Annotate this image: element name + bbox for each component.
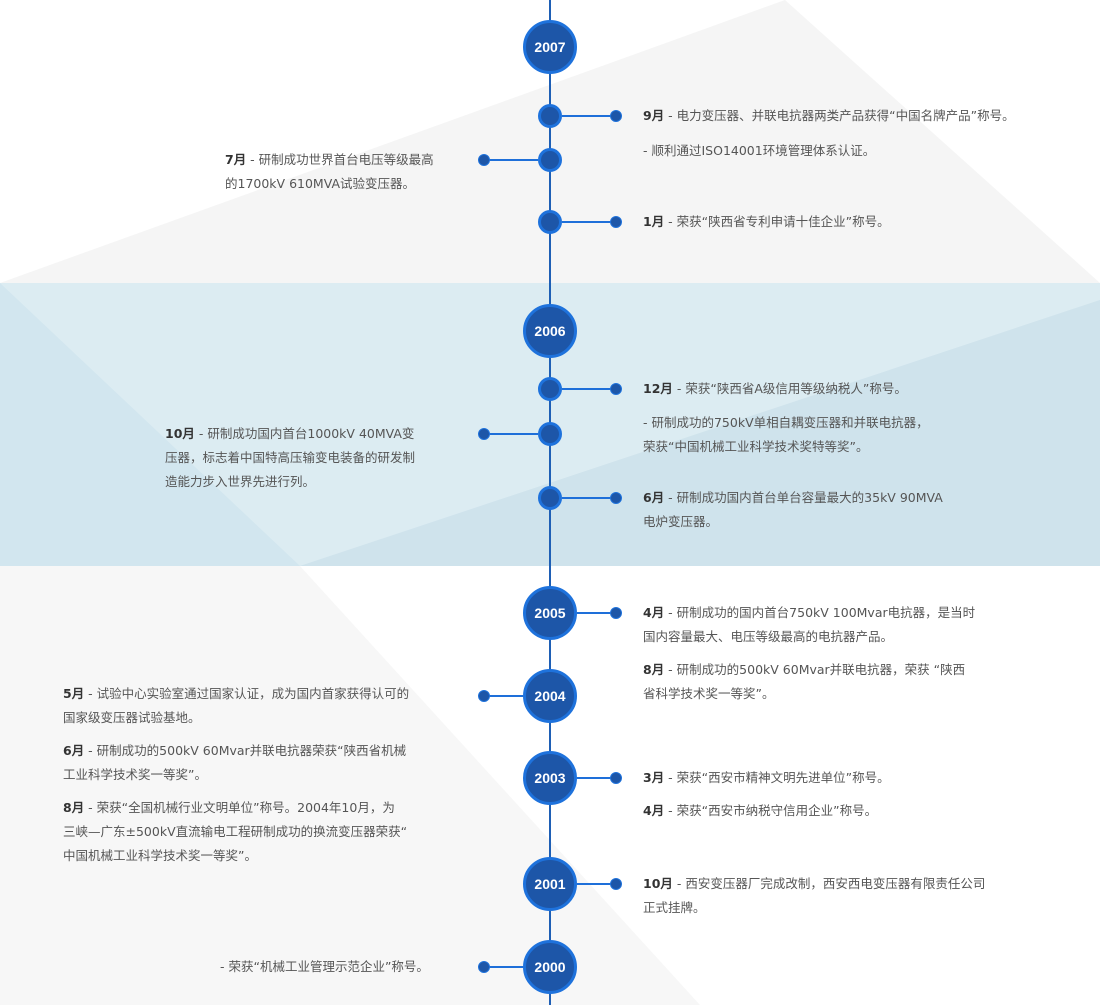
year-2006[interactable]: 2006 <box>523 304 577 358</box>
timeline-node <box>538 148 562 172</box>
connector-line <box>484 695 523 697</box>
connector-dot <box>610 110 622 122</box>
event-2006-10: 10月 - 研制成功国内首台1000kV 40MVA变压器，标志着中国特高压输变… <box>165 426 416 489</box>
event-2005-4: 4月 - 研制成功的国内首台750kV 100Mvar电抗器，是当时国内容量最大… <box>643 605 976 644</box>
year-2004[interactable]: 2004 <box>523 669 577 723</box>
event-2007-1: 1月 - 荣获“陕西省专利申请十佳企业”称号。 <box>643 214 890 229</box>
connector-dot <box>610 383 622 395</box>
event-2004-8: 8月 - 荣获“全国机械行业文明单位”称号。2004年10月，为三峡—广东±50… <box>63 800 408 863</box>
event-2005-8: 8月 - 研制成功的500kV 60Mvar并联电抗器，荣获 “陕西省科学技术奖… <box>643 662 966 701</box>
connector-line <box>577 777 616 779</box>
timeline-node <box>538 210 562 234</box>
connector-line <box>562 115 616 117</box>
year-2005[interactable]: 2005 <box>523 586 577 640</box>
connector-line <box>577 883 616 885</box>
connector-dot <box>610 772 622 784</box>
connector-dot <box>478 154 490 166</box>
year-2000[interactable]: 2000 <box>523 940 577 994</box>
connector-line <box>562 497 616 499</box>
timeline-node <box>538 486 562 510</box>
timeline-node <box>538 377 562 401</box>
event-2007-7: 7月 - 研制成功世界首台电压等级最高的1700kV 610MVA试验变压器。 <box>225 152 434 191</box>
connector-line <box>562 221 616 223</box>
connector-line <box>484 159 538 161</box>
event-2007-iso: - 顺利通过ISO14001环境管理体系认证。 <box>643 143 876 158</box>
year-2001[interactable]: 2001 <box>523 857 577 911</box>
connector-line <box>484 433 538 435</box>
connector-line <box>577 612 616 614</box>
connector-line <box>484 966 523 968</box>
connector-dot <box>478 428 490 440</box>
event-2004-5: 5月 - 试验中心实验室通过国家认证，成为国内首家获得认可的国家级变压器试验基地… <box>63 686 410 725</box>
connector-dot <box>610 216 622 228</box>
event-2004-6: 6月 - 研制成功的500kV 60Mvar并联电抗器荣获“陕西省机械工业科学技… <box>63 743 407 782</box>
connector-dot <box>610 492 622 504</box>
timeline-node <box>538 104 562 128</box>
year-2003[interactable]: 2003 <box>523 751 577 805</box>
connector-dot <box>478 690 490 702</box>
connector-dot <box>610 607 622 619</box>
year-2007[interactable]: 2007 <box>523 20 577 74</box>
event-2003-3: 3月 - 荣获“西安市精神文明先进单位”称号。 <box>643 770 890 785</box>
connector-line <box>562 388 616 390</box>
event-2003-4: 4月 - 荣获“西安市纳税守信用企业”称号。 <box>643 803 878 818</box>
event-2006-750: - 研制成功的750kV单相自耦变压器和并联电抗器，荣获“中国机械工业科学技术奖… <box>643 415 929 454</box>
event-2000: - 荣获“机械工业管理示范企业”称号。 <box>220 959 429 974</box>
connector-dot <box>478 961 490 973</box>
connector-dot <box>610 878 622 890</box>
event-2007-9: 9月 - 电力变压器、并联电抗器两类产品获得“中国名牌产品”称号。 <box>643 108 1015 123</box>
timeline-node <box>538 422 562 446</box>
event-2001-10: 10月 - 西安变压器厂完成改制，西安西电变压器有限责任公司正式挂牌。 <box>643 876 986 915</box>
event-2006-12: 12月 - 荣获“陕西省A级信用等级纳税人”称号。 <box>643 381 907 396</box>
